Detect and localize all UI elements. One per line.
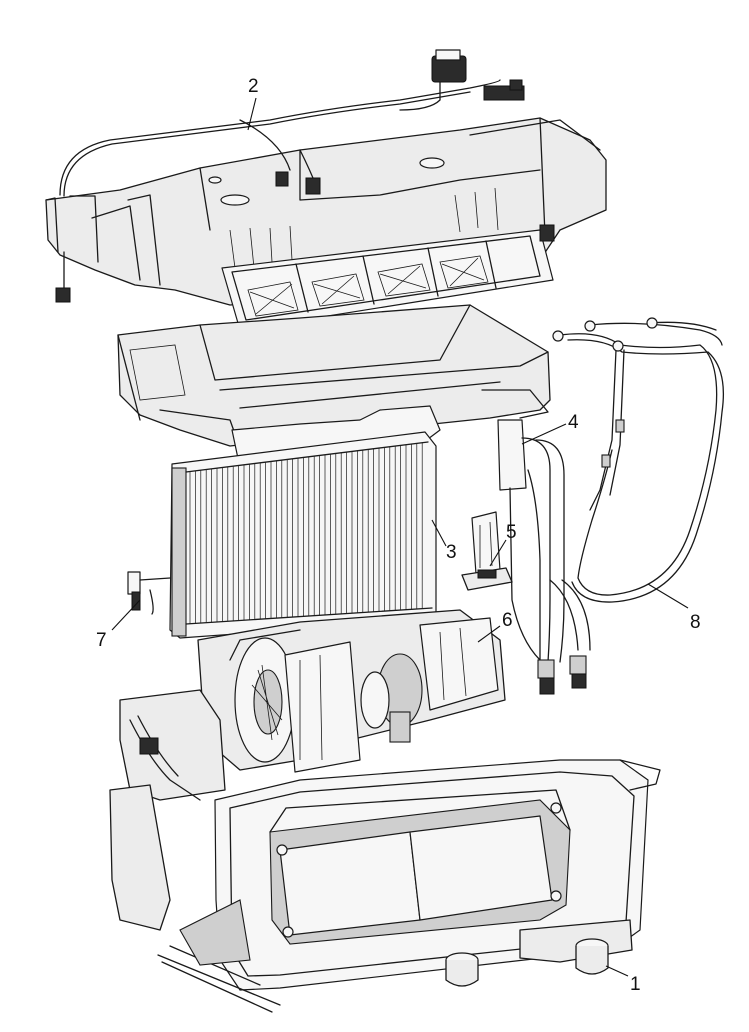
upper-housing-cover xyxy=(45,117,607,331)
callout-leaders xyxy=(111,97,689,977)
callout-3: 3 xyxy=(446,542,457,563)
callout-6: 6 xyxy=(502,610,513,631)
wiring-harness xyxy=(55,49,555,303)
callout-8: 8 xyxy=(690,612,701,633)
base-heater-housing xyxy=(109,689,661,1013)
evaporator-core xyxy=(169,431,437,639)
refrigerant-pipes xyxy=(497,419,591,695)
blower-assembly xyxy=(197,609,506,773)
blower-resistor xyxy=(461,511,513,591)
callout-2: 2 xyxy=(248,76,259,97)
callout-4: 4 xyxy=(568,412,579,433)
callout-5: 5 xyxy=(506,522,517,543)
callout-7: 7 xyxy=(96,630,107,651)
temperature-sensor xyxy=(127,571,171,615)
callout-1: 1 xyxy=(630,974,641,995)
cable-harness xyxy=(552,317,725,603)
